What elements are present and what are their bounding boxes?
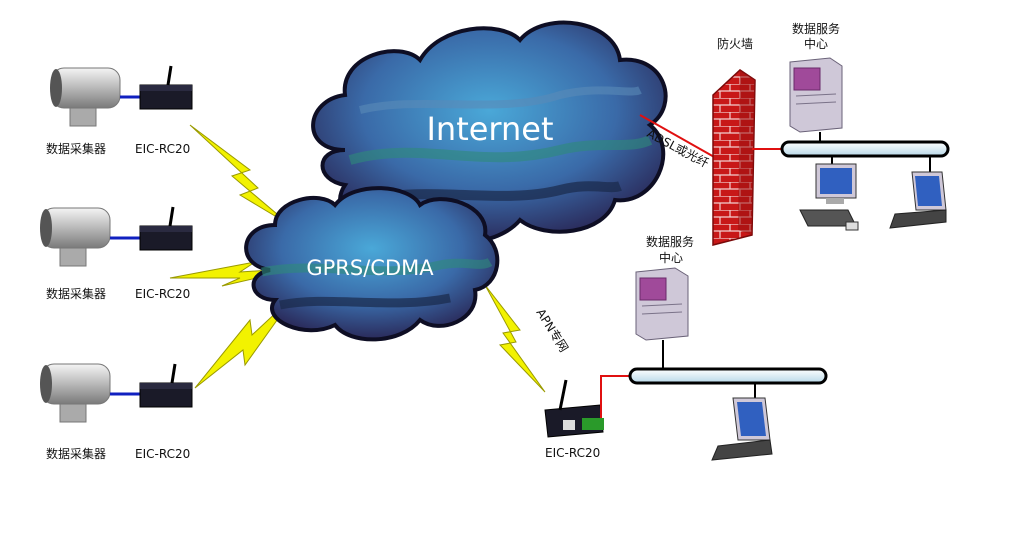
camera-icon <box>50 67 121 127</box>
firewall-icon <box>712 69 756 246</box>
gprs-cloud-label: GPRS/CDMA <box>306 256 434 280</box>
server-bottom-label-2: 中心 <box>659 250 683 265</box>
camera-icon <box>40 207 111 267</box>
collector-label: 数据采集器 <box>46 446 106 461</box>
router-bottom-label: EIC-RC20 <box>545 446 600 460</box>
apn-link-label: APN专网 <box>533 306 571 355</box>
cloud-icon-internet <box>311 20 668 246</box>
router-icon-bottom <box>544 379 604 438</box>
firewall-label: 防火墙 <box>717 36 753 51</box>
server-top-label-2: 中心 <box>804 36 828 51</box>
camera-icon <box>40 363 111 423</box>
collector-row-3: 数据采集器 EIC-RC20 <box>40 363 193 461</box>
router-icon <box>139 206 193 251</box>
internet-cloud-label: Internet <box>426 110 553 148</box>
collector-row-2: 数据采集器 EIC-RC20 <box>40 206 193 301</box>
server-top-label-1: 数据服务 <box>792 21 840 36</box>
network-bus-icon <box>780 140 950 158</box>
router-label: EIC-RC20 <box>135 142 190 156</box>
server-bottom-label-1: 数据服务 <box>646 234 694 249</box>
router-icon <box>139 363 193 408</box>
laptop-icon <box>711 397 773 461</box>
desktop-pc-icon <box>799 163 859 231</box>
collector-label: 数据采集器 <box>46 286 106 301</box>
collector-row-1: 数据采集器 EIC-RC20 <box>46 65 193 156</box>
network-bus-icon <box>628 367 828 385</box>
server-icon-bottom <box>635 267 689 341</box>
laptop-icon <box>889 171 947 229</box>
adsl-link-line <box>639 114 717 159</box>
router-label: EIC-RC20 <box>135 447 190 461</box>
router-label: EIC-RC20 <box>135 287 190 301</box>
router-icon <box>139 65 193 110</box>
collector-label: 数据采集器 <box>46 141 106 156</box>
server-icon-top <box>789 57 843 133</box>
cloud-icon-gprs <box>244 186 500 342</box>
